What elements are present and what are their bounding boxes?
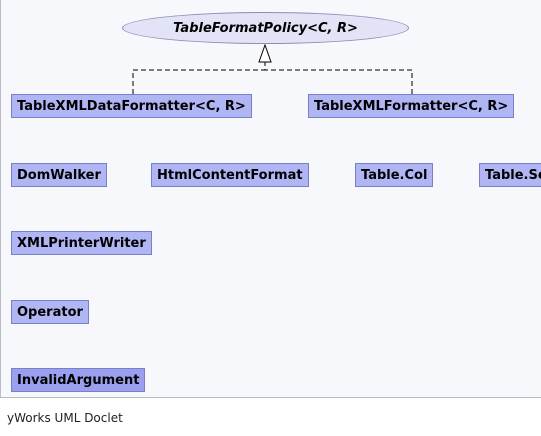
class-label: XMLPrinterWriter: [17, 235, 146, 251]
class-operator[interactable]: Operator: [11, 300, 89, 324]
class-table-se[interactable]: Table.Se: [479, 163, 541, 187]
class-label: TableXMLDataFormatter<C, R>: [17, 98, 246, 114]
interface-label: TableFormatPolicy<C, R>: [173, 20, 358, 36]
uml-diagram-canvas: TableFormatPolicy<C, R> TableXMLDataForm…: [0, 0, 541, 398]
class-table-xml-formatter[interactable]: TableXMLFormatter<C, R>: [308, 94, 515, 118]
class-label: TableXMLFormatter<C, R>: [314, 98, 509, 114]
class-table-col[interactable]: Table.Col: [355, 163, 434, 187]
edge-tablexmldataformatter-to-policy: [132, 62, 266, 94]
footer-credit: yWorks UML Doclet: [7, 411, 123, 425]
realization-arrowhead: [258, 43, 272, 63]
class-xml-printer-writer[interactable]: XMLPrinterWriter: [11, 231, 152, 255]
class-invalid-argument[interactable]: InvalidArgument: [11, 368, 146, 392]
edge-tablexmlformatter-to-policy: [265, 69, 413, 94]
class-label: Table.Col: [361, 167, 428, 183]
class-label: Table.Se: [485, 167, 541, 183]
class-label: Operator: [17, 304, 83, 320]
class-html-content-format[interactable]: HtmlContentFormat: [151, 163, 309, 187]
class-dom-walker[interactable]: DomWalker: [11, 163, 107, 187]
class-label: InvalidArgument: [17, 372, 140, 388]
class-label: HtmlContentFormat: [157, 167, 303, 183]
interface-table-format-policy[interactable]: TableFormatPolicy<C, R>: [122, 12, 409, 44]
realization-edges: [132, 43, 413, 94]
class-label: DomWalker: [17, 167, 101, 183]
class-table-xml-data-formatter[interactable]: TableXMLDataFormatter<C, R>: [11, 94, 252, 118]
